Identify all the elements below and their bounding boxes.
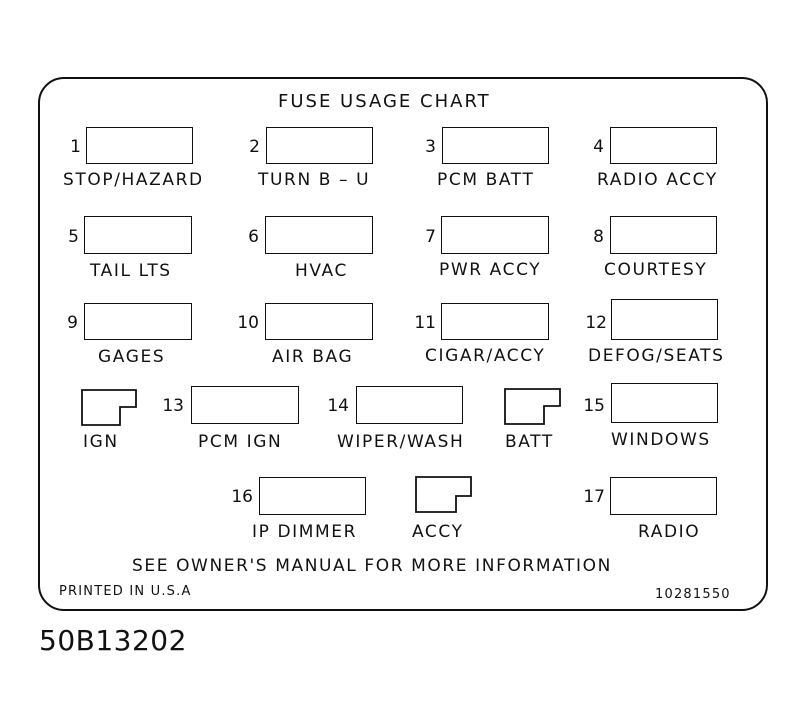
fuse-16-number: 16 [231,487,253,507]
fuse-11-slot [441,303,549,340]
fuse-4-number: 4 [593,137,604,157]
fuse-17-label: RADIO [638,522,701,542]
fuse-5-slot [84,216,192,254]
fuse-9-slot [84,303,192,340]
part-number: 10281550 [655,587,731,602]
fuse-7-slot [441,216,549,254]
fuse-4-label: RADIO ACCY [597,170,718,190]
fuse-10-label: AIR BAG [272,347,354,367]
fuse-13-label: PCM IGN [198,432,283,452]
fuse-13-slot [191,386,299,424]
batt-breaker-slot [504,388,561,425]
fuse-5-number: 5 [68,227,79,247]
printed-in-label: PRINTED IN U.S.A [59,584,192,599]
fuse-6-slot [265,216,373,254]
fuse-10-number: 10 [237,313,259,333]
accy-breaker-label: ACCY [412,522,464,542]
figure-id: 50B13202 [39,624,187,657]
fuse-11-label: CIGAR/ACCY [425,346,546,366]
fuse-7-label: PWR ACCY [439,260,542,280]
fuse-16-slot [259,477,366,515]
fuse-8-slot [610,216,717,254]
fuse-3-slot [442,127,549,164]
fuse-14-number: 14 [327,396,349,416]
fuse-11-number: 11 [414,313,436,333]
fuse-16-label: IP DIMMER [252,522,358,542]
fuse-12-number: 12 [585,313,607,333]
fuse-3-number: 3 [425,137,436,157]
fuse-9-label: GAGES [98,347,166,367]
fuse-1-label: STOP/HAZARD [63,170,204,190]
batt-breaker-label: BATT [505,432,554,452]
fuse-6-label: HVAC [295,261,348,281]
fuse-15-number: 15 [583,396,605,416]
fuse-15-label: WINDOWS [611,430,711,450]
fuse-12-slot [611,299,718,340]
fuse-1-slot [86,127,193,164]
fuse-8-label: COURTESY [604,260,708,280]
fuse-9-number: 9 [67,313,78,333]
fuse-2-slot [266,127,373,164]
fuse-4-slot [610,127,717,164]
chart-title: FUSE USAGE CHART [278,91,491,112]
fuse-17-slot [610,477,717,515]
ign-breaker-label: IGN [83,432,119,452]
fuse-chart-panel [38,77,768,611]
fuse-7-number: 7 [425,227,436,247]
fuse-14-label: WIPER/WASH [337,432,465,452]
fuse-10-slot [265,303,373,340]
ign-breaker-slot [81,389,137,426]
fuse-6-number: 6 [248,227,259,247]
fuse-1-number: 1 [70,137,81,157]
fuse-12-label: DEFOG/SEATS [588,346,725,366]
fuse-15-slot [611,383,718,423]
fuse-5-label: TAIL LTS [90,261,172,281]
fuse-2-label: TURN B – U [258,170,371,190]
accy-breaker-slot [415,476,472,513]
fuse-13-number: 13 [162,396,184,416]
fuse-3-label: PCM BATT [437,170,535,190]
fuse-2-number: 2 [249,137,260,157]
owners-manual-note: SEE OWNER'S MANUAL FOR MORE INFORMATION [132,556,612,576]
fuse-17-number: 17 [583,487,605,507]
fuse-14-slot [356,386,463,424]
fuse-8-number: 8 [593,227,604,247]
